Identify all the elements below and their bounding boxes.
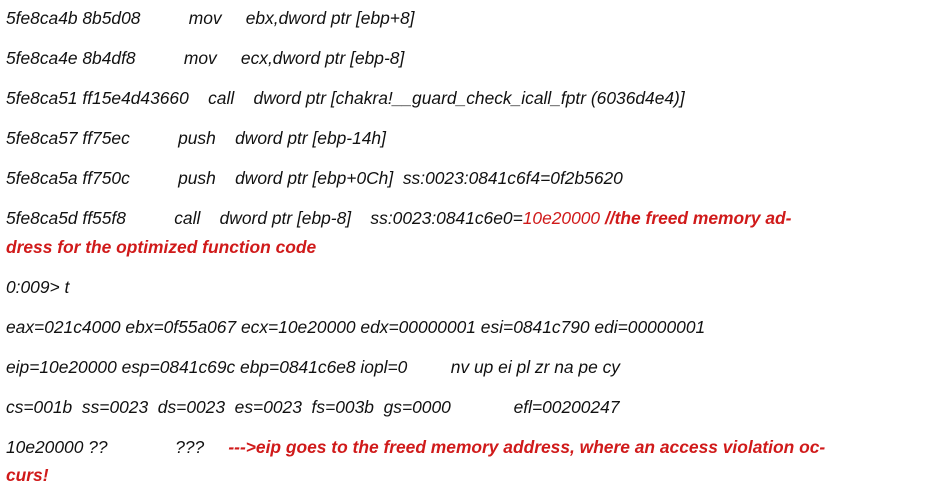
freed-address-highlight: 10e20000 — [522, 208, 601, 228]
disasm-line: 5fe8ca4e 8b4df8 mov ecx,dword ptr [ebp-8… — [6, 48, 405, 68]
segment-register-line: cs=001b ss=0023 ds=0023 es=0023 fs=003b … — [6, 397, 620, 417]
disasm-line: 5fe8ca57 ff75ec push dword ptr [ebp-14h] — [6, 128, 386, 148]
disasm-text: 5fe8ca5d ff55f8 call dword ptr [ebp-8] s… — [6, 208, 523, 228]
annotation-comment: --->eip goes to the freed memory address… — [228, 437, 826, 457]
annotation-continuation: curs! — [6, 465, 49, 485]
disasm-line-annotated: 5fe8ca5d ff55f8 call dword ptr [ebp-8] s… — [6, 207, 791, 229]
debugger-prompt: 0:009> t — [6, 277, 70, 297]
register-line: eip=10e20000 esp=0841c69c ebp=0841c6e8 i… — [6, 357, 620, 377]
disasm-line: 5fe8ca4b 8b5d08 mov ebx,dword ptr [ebp+8… — [6, 8, 415, 28]
disasm-line: 5fe8ca5a ff750c push dword ptr [ebp+0Ch]… — [6, 168, 623, 188]
register-line: eax=021c4000 ebx=0f55a067 ecx=10e20000 e… — [6, 317, 706, 337]
annotation-comment: //the freed memory ad- — [600, 208, 792, 228]
annotation-continuation: dress for the optimized function code — [6, 237, 317, 257]
disasm-text: 10e20000 ?? ??? — [6, 437, 229, 457]
disasm-line: 5fe8ca51 ff15e4d43660 call dword ptr [ch… — [6, 88, 685, 108]
faulting-instruction-line: 10e20000 ?? ??? --->eip goes to the free… — [6, 436, 825, 458]
